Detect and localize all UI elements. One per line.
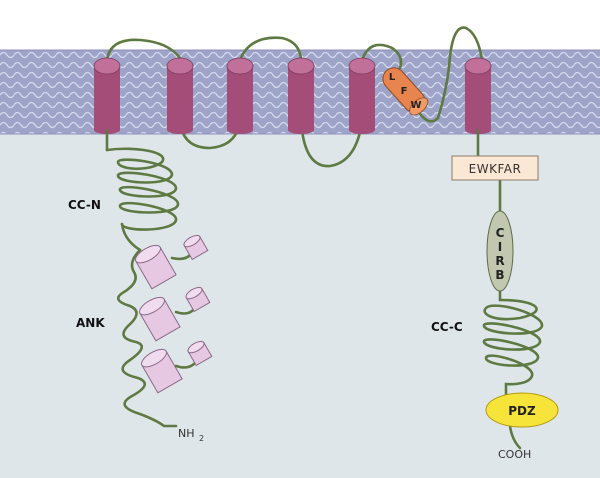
ewkfar-box [451,155,539,181]
ewkfar-label: EWKFAR [469,162,522,176]
tm-helix-5 [348,57,376,134]
cirb-letter-c: C [496,226,505,240]
c-terminal-chain [476,128,544,450]
pdz-label: PDZ [508,404,536,418]
cirb-letter-i: I [498,240,502,254]
lfw-letter-f: F [401,86,408,97]
tm-helix-1 [93,57,121,134]
cirb-oval [486,210,514,292]
ankyrin-repeat-3 [141,340,213,394]
cc-c-label: CC-C [431,320,463,334]
ankyrin-repeat-1 [135,234,209,290]
cc-n-coiled-coil [105,128,180,252]
cirb-letter-r: R [495,254,504,268]
tm-helix-2 [166,57,194,134]
cc-n-label: CC-N [68,198,101,212]
nh2-subscript: 2 [199,434,204,443]
ankyrin-repeat-2 [139,286,211,342]
tm-helix-3 [226,57,254,134]
tm-helix-4 [287,57,315,134]
tm-helix-6 [464,57,492,134]
cirb-letter-b: B [495,268,504,282]
cooh-label: COOH [498,448,531,461]
pore-helix-lfw [382,67,429,116]
pdz-oval [485,392,559,428]
nh2-label: NH [178,427,195,440]
lfw-letter-l: L [389,72,396,83]
extracellular-region [0,0,600,50]
ank-label: ANK [76,316,105,330]
lfw-letter-w: W [410,100,421,111]
loop-chain [105,26,484,168]
